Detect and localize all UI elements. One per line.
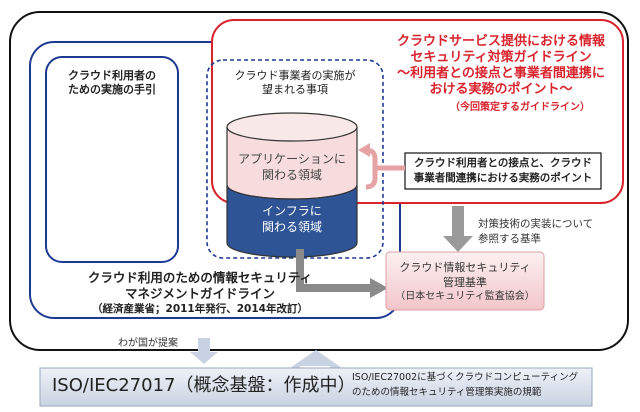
- red-title-line-1: クラウドサービス提供における情報: [396, 34, 605, 49]
- management-guideline-line-1: クラウド利用のための情報セキュリティ: [87, 270, 313, 285]
- provider-box-line-2: 望まれる事項: [262, 83, 328, 96]
- provider-box-line-1: クラウド事業者の実施が: [234, 69, 356, 82]
- cylinder-top: [226, 112, 358, 142]
- management-guideline-line-2: マネジメントガイドライン: [124, 286, 275, 301]
- down-arrow-to-standard: [443, 206, 473, 252]
- standard-box-line-2: 管理基準: [443, 276, 487, 289]
- cylinder-infra-layer: [226, 184, 358, 258]
- user-guide-line-1: クラウド利用者の: [68, 69, 156, 82]
- red-title-line-3: 〜利用者との接点と事業者間連携に: [397, 66, 605, 81]
- provider-dashed-box: [206, 59, 384, 259]
- iso-up-arrow: [290, 350, 342, 368]
- standard-box-line-1: クラウド情報セキュリティ: [399, 261, 531, 274]
- proposal-down-arrow: [190, 338, 218, 364]
- standard-box-line-3: （日本セキュリティ監査協会）: [395, 291, 535, 302]
- iso-desc-line-1: ISO/IEC27002に基づくクラウドコンピューティング: [352, 372, 579, 383]
- cylinder-app-line-1: アプリケーションに: [238, 152, 346, 166]
- cylinder-infra-line-2: 関わる領域: [261, 220, 322, 234]
- l-arrow-shaft: [296, 249, 372, 292]
- point-box: [404, 152, 602, 190]
- user-guide-line-2: ための実施の手引: [68, 83, 156, 96]
- l-arrow-head: [370, 278, 388, 298]
- reference-label-line-1: 対策技術の実装について: [478, 218, 594, 230]
- iso-title: ISO/IEC27017（概念基盤：作成中）: [52, 375, 356, 396]
- link-arrowhead: [358, 143, 370, 157]
- user-guide-box: [45, 56, 179, 263]
- cylinder-app-line-2: 関わる領域: [261, 168, 322, 182]
- red-title-line-2: セキュリティ対策ガイドライン: [410, 50, 592, 65]
- cylinder-infra-line-1: インフラに: [262, 204, 322, 218]
- point-box-line-2: 事業者間連携における実務のポイント: [413, 172, 593, 184]
- red-title-line-4: おける実務のポイント〜: [429, 82, 573, 97]
- point-box-line-1: クラウド利用者との接点と、クラウド: [414, 157, 592, 169]
- reference-label-line-2: 参照する基準: [478, 233, 541, 245]
- red-note: （今回策定するガイドライン）: [450, 102, 590, 113]
- iso-bar: [39, 367, 593, 407]
- management-guideline-line-3: （経済産業省；2011年発行、2014年改訂）: [92, 303, 308, 315]
- proposal-label: わが国が提案: [118, 338, 178, 349]
- standard-box: [385, 251, 545, 311]
- iso-desc-line-2: のための情報セキュリティ管理策実施の規範: [352, 387, 542, 398]
